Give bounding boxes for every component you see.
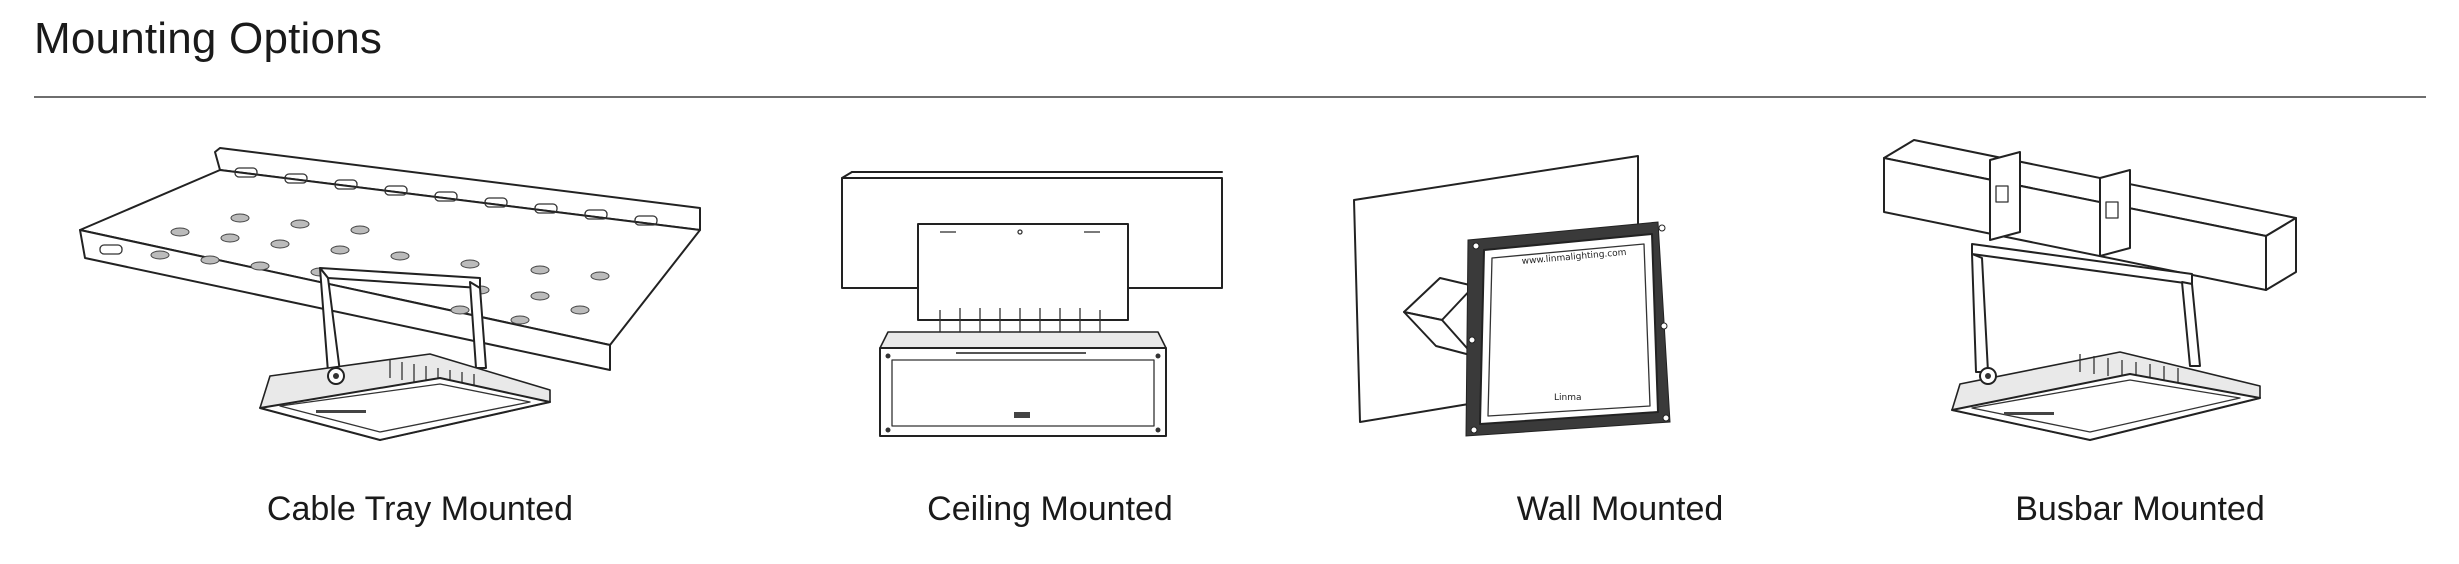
option-caption: Wall Mounted	[1516, 490, 1724, 528]
wall-fixture-logo-text: Linma	[1554, 393, 1582, 403]
page-title: Mounting Options	[34, 14, 383, 63]
option-caption: Busbar Mounted	[2015, 490, 2265, 528]
option-caption: Cable Tray Mounted	[266, 490, 574, 528]
ceiling-mount-illustration	[841, 171, 1223, 437]
mounting-option-wall: www.linmalighting.com Linma Wall Mounted	[1340, 140, 1900, 550]
option-caption: Ceiling Mounted	[927, 490, 1173, 528]
mounting-option-cable-tray: Cable Tray Mounted	[79, 140, 701, 550]
mounting-option-ceiling: Ceiling Mounted	[770, 140, 1330, 550]
wall-mount-illustration: www.linmalighting.com Linma	[1353, 155, 1671, 437]
cable-tray-mount-illustration	[79, 147, 701, 441]
mounting-option-busbar: Busbar Mounted	[1860, 139, 2420, 550]
title-divider	[34, 96, 2426, 98]
busbar-mount-illustration	[1883, 139, 2297, 441]
